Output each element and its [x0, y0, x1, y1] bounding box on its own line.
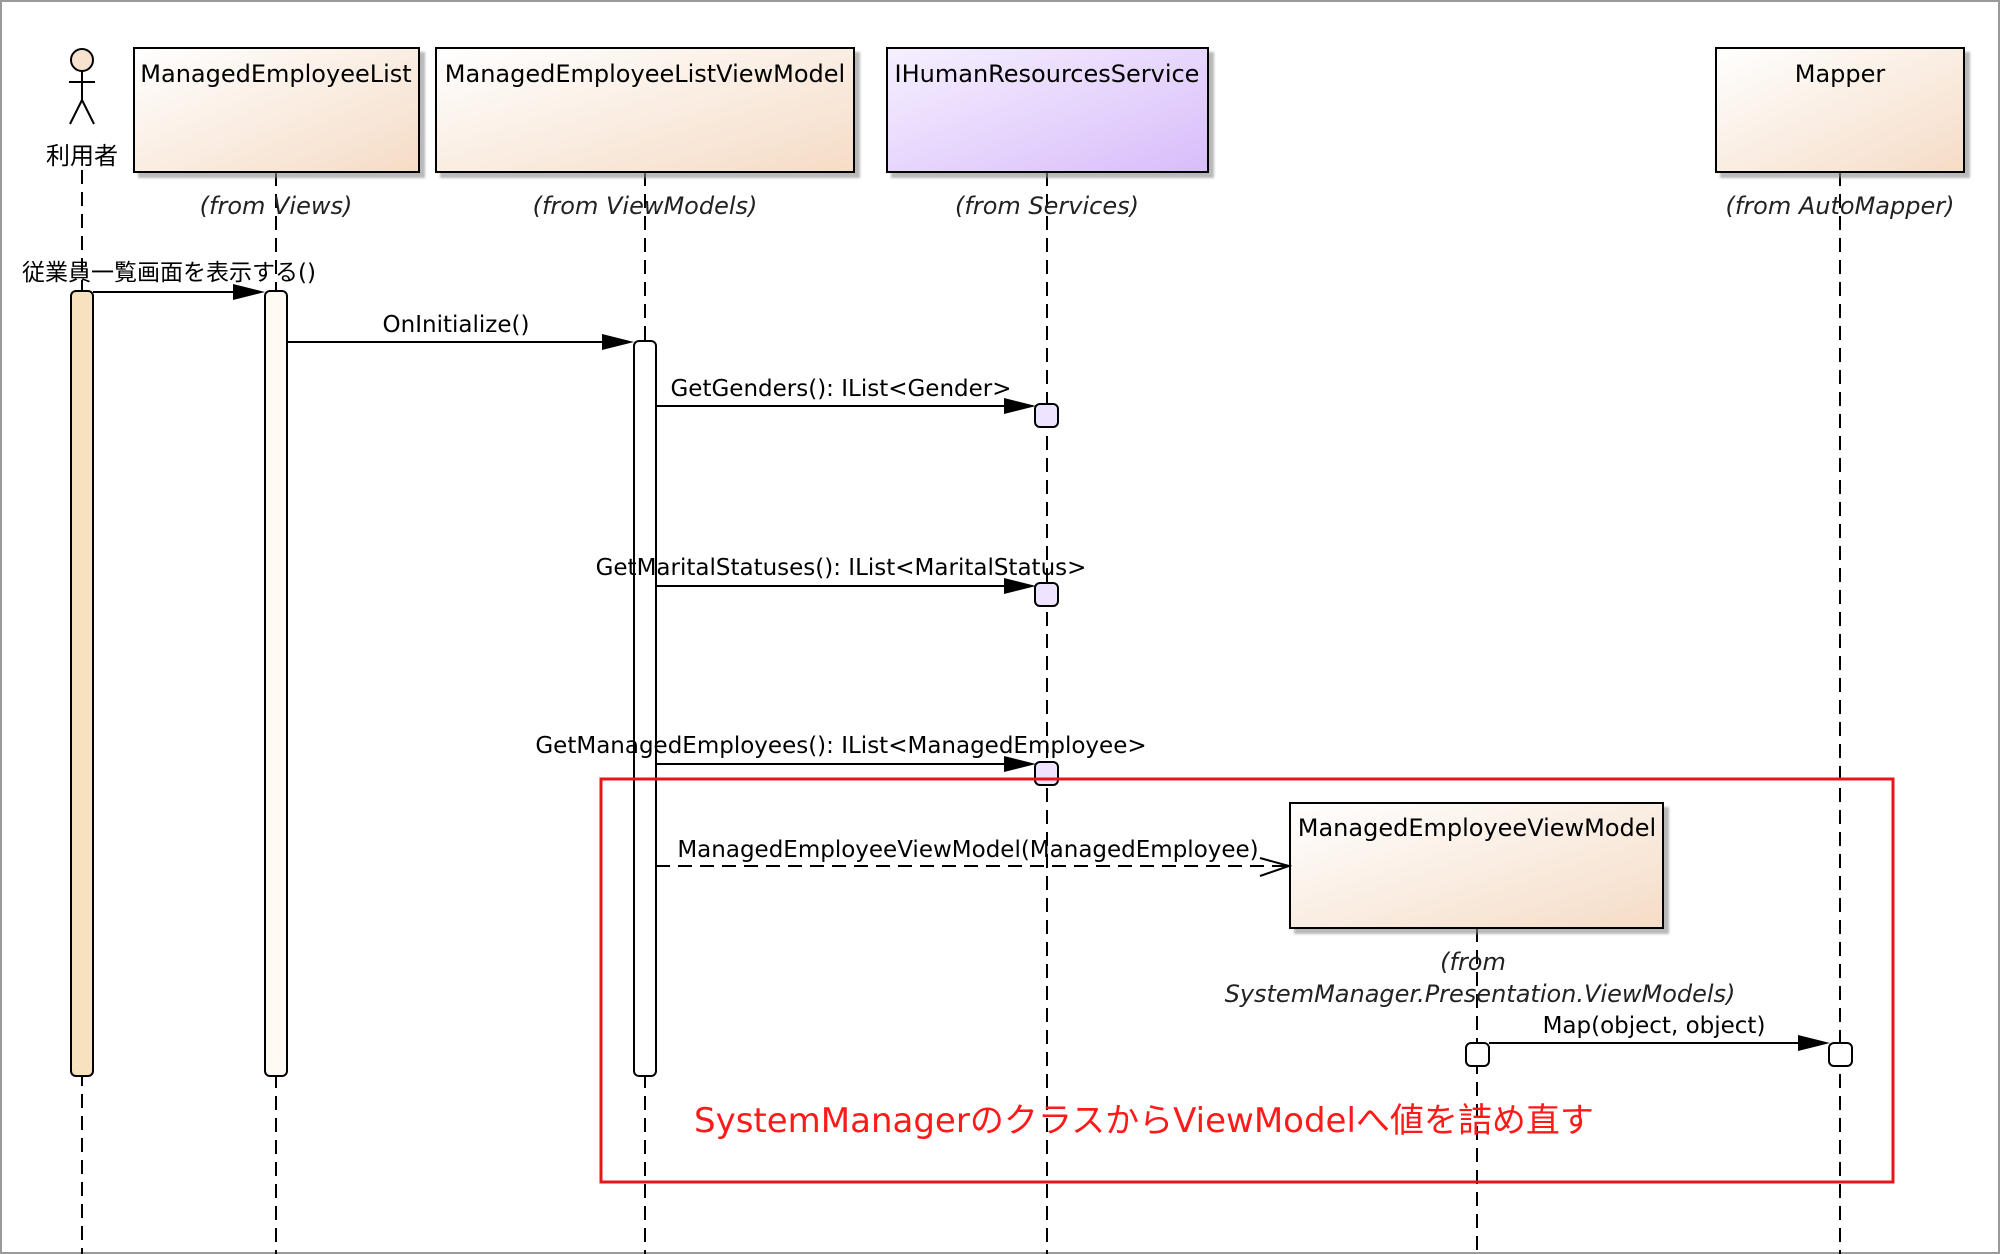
- lifeline-title: ManagedEmployeeViewModel: [1298, 814, 1656, 842]
- lifeline-title: ManagedEmployeeList: [140, 60, 411, 88]
- activation-managed-employee-list: [264, 290, 288, 1077]
- note-frame: [599, 777, 1895, 1184]
- message-on-initialize: OnInitialize(): [287, 312, 634, 350]
- message-label: GetMaritalStatuses(): IList<MaritalStatu…: [596, 555, 1087, 581]
- message-label: GetGenders(): IList<Gender>: [670, 376, 1011, 402]
- lifeline-head-ihuman-resources-service: IHumanResourcesService: [886, 47, 1209, 173]
- lifeline-package: (from ViewModels): [533, 192, 758, 220]
- actor-label: 利用者: [46, 142, 118, 170]
- message-label: Map(object, object): [1543, 1013, 1766, 1039]
- message-get-managed-employees: GetManagedEmployees(): IList<ManagedEmpl…: [535, 733, 1147, 772]
- lifeline-title: Mapper: [1795, 60, 1886, 88]
- message-label: 従業員一覧画面を表示する(): [22, 260, 316, 286]
- activation-view-model: [633, 340, 657, 1077]
- lifeline-title: ManagedEmployeeListViewModel: [445, 60, 845, 88]
- message-get-genders: GetGenders(): IList<Gender>: [656, 376, 1036, 414]
- message-show-employee-list: 従業員一覧画面を表示する(): [22, 260, 316, 300]
- activation-map-source: [1465, 1042, 1490, 1067]
- activation-actor: [70, 290, 94, 1077]
- lifeline-title: IHumanResourcesService: [895, 60, 1200, 88]
- note-text: SystemManagerのクラスからViewModelへ値を詰め直す: [694, 1101, 1594, 1141]
- lifeline-head-mapper: Mapper: [1715, 47, 1965, 173]
- activation-get-managed-employees: [1034, 761, 1059, 786]
- lifeline-package: (from Services): [955, 192, 1139, 220]
- message-label: OnInitialize(): [383, 312, 530, 338]
- message-create-view-model: ManagedEmployeeViewModel(ManagedEmployee…: [656, 837, 1293, 877]
- message-label: GetManagedEmployees(): IList<ManagedEmpl…: [535, 733, 1146, 759]
- lifeline-package: (from AutoMapper): [1726, 192, 1955, 220]
- lifeline-head-managed-employee-list: ManagedEmployeeList: [133, 47, 420, 173]
- message-get-marital-statuses: GetMaritalStatuses(): IList<MaritalStatu…: [596, 555, 1087, 594]
- message-label: ManagedEmployeeViewModel(ManagedEmployee…: [677, 837, 1258, 863]
- lifeline-package-line2: SystemManager.Presentation.ViewModels): [1225, 980, 1736, 1008]
- activation-get-genders: [1034, 403, 1059, 428]
- actor-icon: [69, 48, 95, 125]
- lifeline-head-managed-employee-view-model: ManagedEmployeeViewModel: [1289, 802, 1664, 929]
- message-map: Map(object, object): [1489, 1013, 1830, 1051]
- activation-map-target: [1828, 1042, 1853, 1067]
- activation-get-marital-statuses: [1034, 582, 1059, 607]
- lifeline-package: (from Views): [200, 192, 353, 220]
- lifeline-package-line1: (from: [1440, 948, 1506, 976]
- lifeline-head-managed-employee-list-view-model: ManagedEmployeeListViewModel: [435, 47, 855, 173]
